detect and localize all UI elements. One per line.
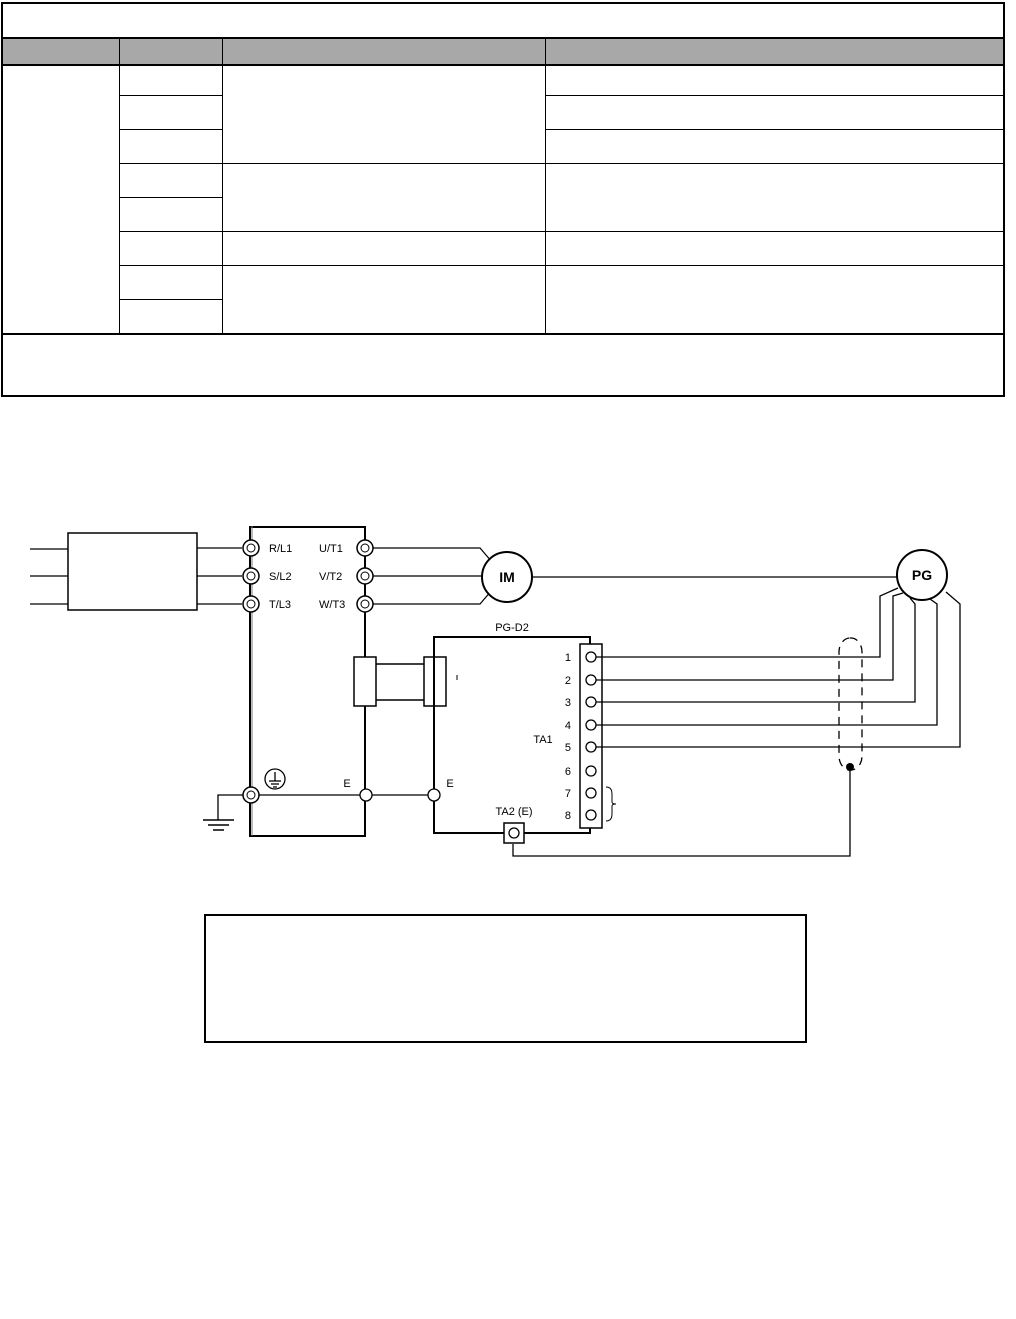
terminal-label-u-t1: U/T1 bbox=[319, 543, 343, 555]
row-divider bbox=[119, 163, 223, 164]
ta2-label: TA2 (E) bbox=[495, 806, 532, 818]
drive-output-terminals bbox=[356, 539, 374, 613]
option-connector-drive bbox=[353, 656, 377, 707]
row-divider bbox=[119, 299, 223, 300]
drive-input-terminals bbox=[242, 539, 260, 613]
ta1-label: TA1 bbox=[533, 734, 552, 746]
ta1-terminal-7-label: 7 bbox=[565, 788, 571, 800]
drive-ground-label: E bbox=[343, 778, 350, 790]
ta1-terminal-4-label: 4 bbox=[565, 720, 571, 732]
note-box bbox=[204, 914, 807, 1043]
row-divider bbox=[222, 265, 546, 266]
row-divider bbox=[545, 163, 1003, 164]
ta1-terminal-2-label: 2 bbox=[565, 675, 571, 687]
ta1-terminal-3-label: 3 bbox=[565, 697, 571, 709]
ta1-terminal-8-label: 8 bbox=[565, 810, 571, 822]
ta1-terminal-strip bbox=[579, 643, 603, 829]
column-divider bbox=[119, 39, 120, 333]
ta2-ground-terminal bbox=[503, 822, 525, 844]
encoder-symbol bbox=[896, 549, 948, 601]
row-divider bbox=[119, 197, 223, 198]
row-divider bbox=[545, 231, 1003, 232]
terminal-label-r-l1: R/L1 bbox=[269, 543, 292, 555]
row-divider bbox=[119, 95, 223, 96]
card-ground-node bbox=[427, 788, 441, 802]
terminal-label-w-t3: W/T3 bbox=[319, 599, 345, 611]
drive-ground-node bbox=[359, 788, 373, 802]
table-caption-row bbox=[3, 4, 1003, 37]
terminal-label-v-t2: V/T2 bbox=[319, 571, 342, 583]
shield-drain-dot bbox=[846, 763, 854, 771]
cable-shield bbox=[838, 637, 863, 771]
column-divider bbox=[222, 39, 223, 333]
row-divider bbox=[222, 231, 546, 232]
row-divider bbox=[545, 129, 1003, 130]
ground-icon bbox=[264, 768, 286, 790]
ground-terminal bbox=[242, 786, 260, 804]
ta1-terminal-1-label: 1 bbox=[565, 652, 571, 664]
card-ground-label: E bbox=[446, 778, 453, 790]
power-supply-box bbox=[67, 532, 198, 611]
option-card-title: PG-D2 bbox=[495, 622, 529, 634]
motor-label: IM bbox=[499, 569, 515, 585]
wiring-diagram: R/L1 S/L2 T/L3 U/T1 V/T2 W/T3 IM PG PG-D… bbox=[30, 526, 961, 857]
specification-table bbox=[1, 2, 1005, 397]
encoder-label: PG bbox=[912, 567, 932, 583]
ta1-terminal-6-label: 6 bbox=[565, 766, 571, 778]
row-divider bbox=[119, 231, 223, 232]
row-divider bbox=[222, 163, 546, 164]
row-divider bbox=[545, 265, 1003, 266]
row-divider bbox=[545, 95, 1003, 96]
table-header-row bbox=[3, 37, 1003, 66]
table-footer-row bbox=[3, 333, 1003, 395]
option-card-box bbox=[433, 636, 591, 834]
terminal-label-t-l3: T/L3 bbox=[269, 599, 291, 611]
column-divider bbox=[545, 39, 546, 333]
row-divider bbox=[119, 265, 223, 266]
ta1-terminal-5-label: 5 bbox=[565, 742, 571, 754]
terminal-label-s-l2: S/L2 bbox=[269, 571, 292, 583]
earth-ground-icon bbox=[203, 794, 243, 831]
row-divider bbox=[119, 129, 223, 130]
